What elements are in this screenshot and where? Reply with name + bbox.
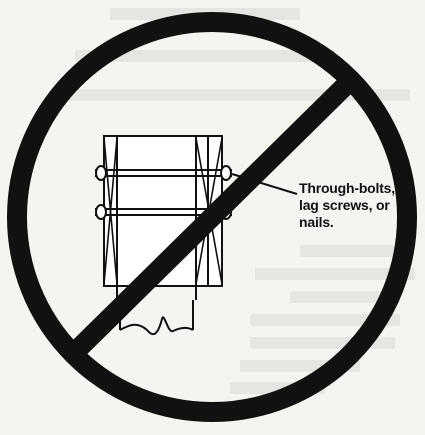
faded-background-text — [75, 50, 335, 62]
prohibition-slash — [67, 74, 357, 360]
callout-line-2: lag screws, or — [299, 197, 390, 213]
fastener-callout-label: Through-bolts, lag screws, or nails. — [299, 180, 423, 231]
bolt-top — [95, 165, 232, 181]
faded-background-text — [300, 245, 400, 257]
faded-background-text — [250, 314, 400, 326]
left-cut-member-x — [103, 137, 118, 285]
faded-background-text — [255, 268, 415, 280]
callout-line-1: Through-bolts, — [299, 180, 395, 196]
faded-background-text — [290, 291, 400, 303]
callout-line-3: nails. — [299, 214, 334, 230]
prohibition-sign — [7, 12, 417, 422]
prohibition-circle — [7, 12, 417, 422]
